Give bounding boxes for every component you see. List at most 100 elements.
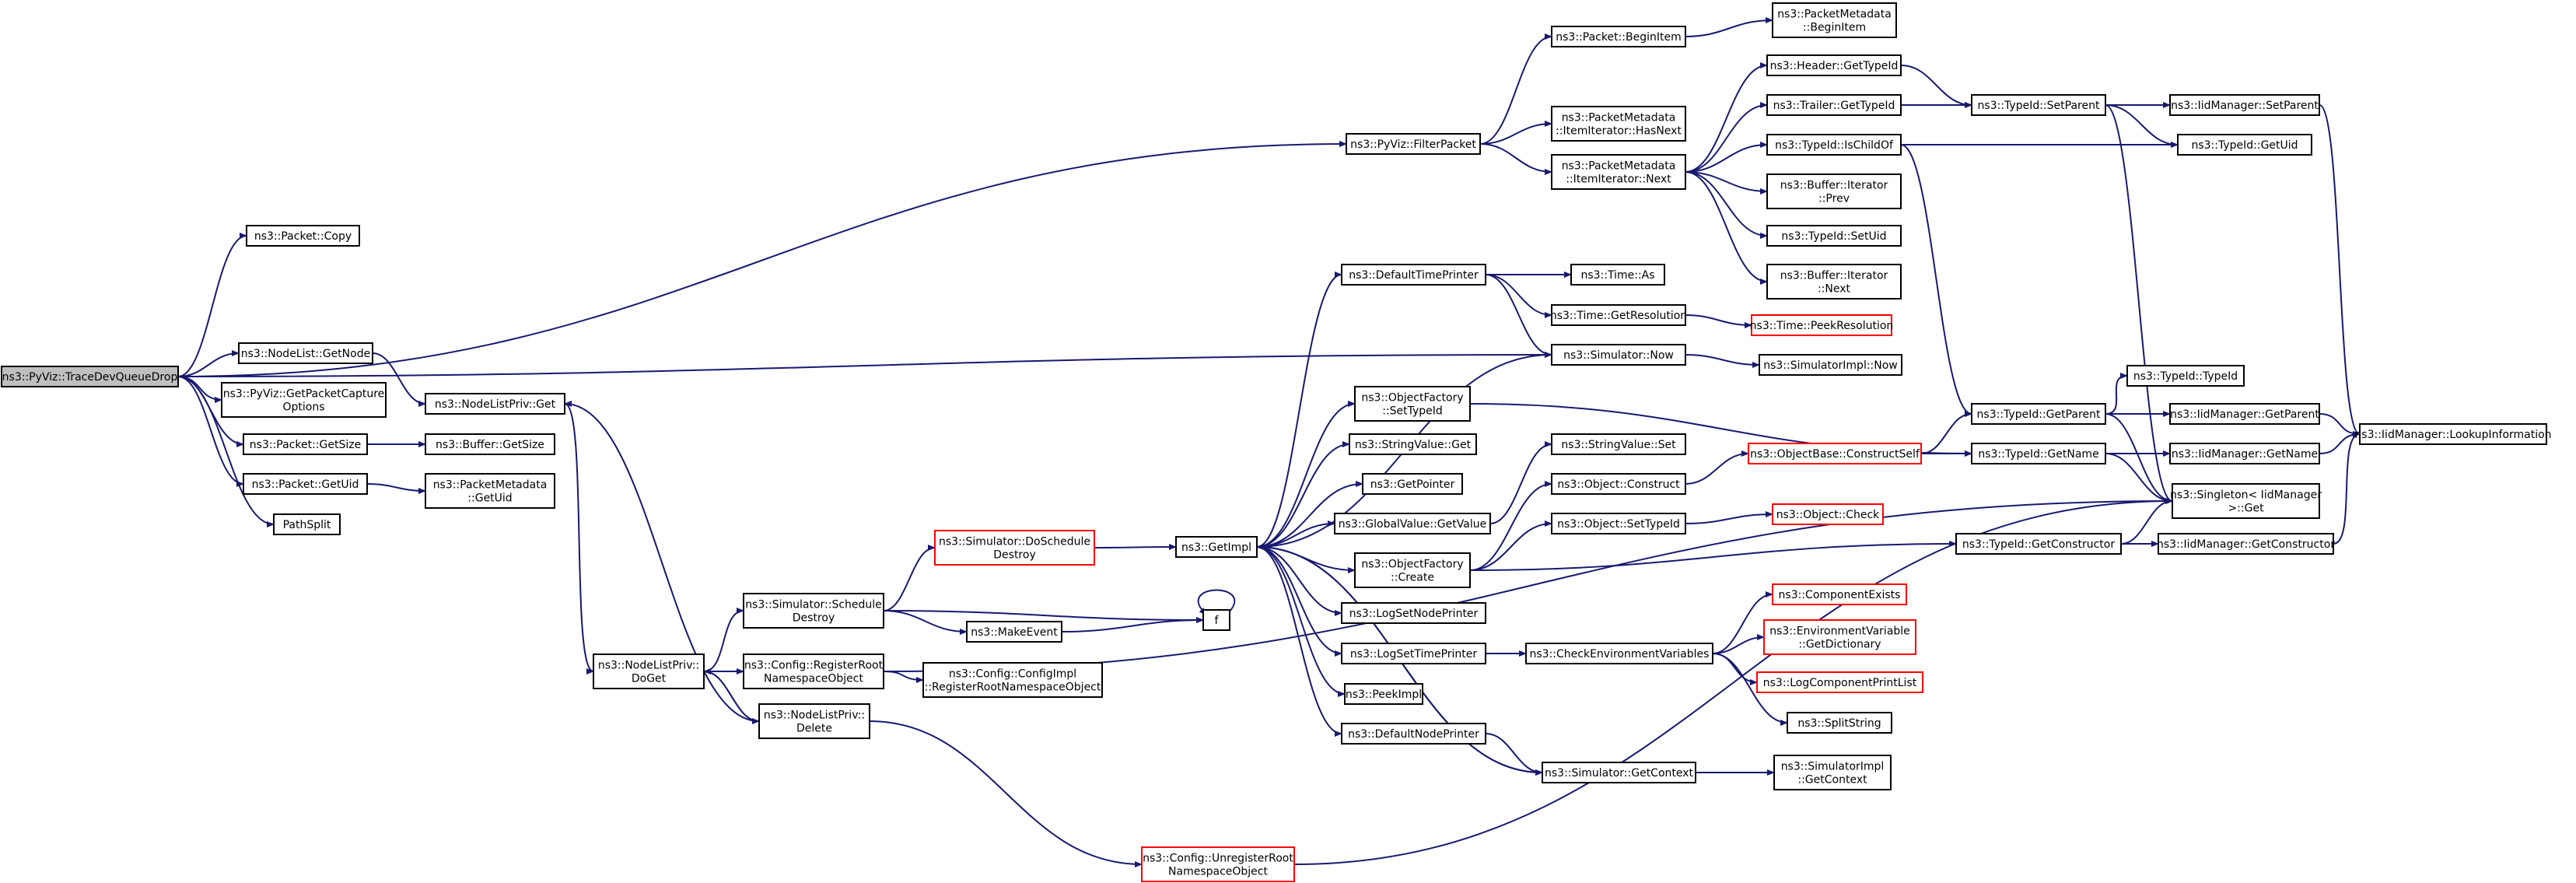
node-packet_beginitem[interactable]: ns3::Packet::BeginItem <box>1551 26 1686 47</box>
node-box <box>1 366 179 387</box>
node-simulator_now[interactable]: ns3::Simulator::Now <box>1551 344 1686 366</box>
node-defaulttimeprinter[interactable]: ns3::DefaultTimePrinter <box>1341 264 1486 286</box>
node-nodelistpriv_doget[interactable]: ns3::NodeListPriv::DoGet <box>593 653 705 689</box>
node-typeid_getconstructor[interactable]: ns3::TypeId::GetConstructor <box>1955 533 2122 555</box>
node-getpointer[interactable]: ns3::GetPointer <box>1362 473 1463 495</box>
node-pm_getuid[interactable]: ns3::PacketMetadata::GetUid <box>425 473 555 509</box>
node-packet_getuid[interactable]: ns3::Packet::GetUid <box>243 473 368 495</box>
node-logsetnodeprinter[interactable]: ns3::LogSetNodePrinter <box>1341 602 1486 624</box>
node-pm_next[interactable]: ns3::PacketMetadata::ItemIterator::Next <box>1551 154 1686 190</box>
node-box <box>1766 94 1902 116</box>
node-iid_setparent[interactable]: ns3::IidManager::SetParent <box>2169 94 2320 116</box>
node-iid_getparent[interactable]: ns3::IidManager::GetParent <box>2169 403 2320 425</box>
node-label: ns3::Simulator::DoSchedule <box>939 536 1090 548</box>
node-nodelistpriv_delete[interactable]: ns3::NodeListPriv::Delete <box>758 703 870 739</box>
node-iid_getname[interactable]: ns3::IidManager::GetName <box>2169 443 2320 464</box>
node-buffer_iter_prev[interactable]: ns3::Buffer::Iterator::Prev <box>1766 173 1902 209</box>
node-makeevent[interactable]: ns3::MakeEvent <box>966 621 1062 643</box>
node-buffer_iter_next[interactable]: ns3::Buffer::Iterator::Next <box>1766 264 1902 300</box>
node-typeid_getparent[interactable]: ns3::TypeId::GetParent <box>1971 403 2106 425</box>
edge-typeid_ischildof-to-typeid_getparent <box>1900 144 1972 417</box>
node-objectfactory_settypeid[interactable]: ns3::ObjectFactory::SetTypeId <box>1354 386 1471 422</box>
node-singleton_get[interactable]: ns3::Singleton< IidManager >::Get <box>2170 483 2322 519</box>
node-packet_getsize[interactable]: ns3::Packet::GetSize <box>243 433 368 455</box>
node-simulatorimpl_now[interactable]: ns3::SimulatorImpl::Now <box>1759 354 1902 376</box>
node-nodelistpriv_get[interactable]: ns3::NodeListPriv::Get <box>425 393 565 415</box>
node-label: ns3::TypeId::GetConstructor <box>1962 538 2115 551</box>
node-simulatorimpl_getcontext[interactable]: ns3::SimulatorImpl::GetContext <box>1773 755 1892 790</box>
node-box <box>1766 225 1902 247</box>
node-label: ns3::PyViz::TraceDevQueueDrop <box>2 371 178 384</box>
node-time_getresolution[interactable]: ns3::Time::GetResolution <box>1550 304 1687 326</box>
node-f[interactable]: f <box>1202 609 1230 631</box>
node-box <box>243 433 368 455</box>
node-pm_hasnext[interactable]: ns3::PacketMetadata::ItemIterator::HasNe… <box>1551 106 1686 142</box>
node-objectfactory_create[interactable]: ns3::ObjectFactory::Create <box>1354 552 1471 588</box>
node-box <box>1341 723 1486 745</box>
node-pathsplit[interactable]: PathSplit <box>273 513 341 535</box>
node-time_as[interactable]: ns3::Time::As <box>1570 264 1665 286</box>
node-globalvalue_getvalue[interactable]: ns3::GlobalValue::GetValue <box>1334 513 1491 534</box>
node-componentexists[interactable]: ns3::ComponentExists <box>1772 583 1907 605</box>
node-header_gettypeid[interactable]: ns3::Header::GetTypeId <box>1766 54 1902 76</box>
node-typeid_getuid[interactable]: ns3::TypeId::GetUid <box>2177 134 2312 156</box>
node-iid_getconstructor[interactable]: ns3::IidManager::GetConstructor <box>2157 533 2335 555</box>
node-config_registerrootnamespaceobject[interactable]: ns3::Config::RegisterRootNamespaceObject <box>743 653 884 689</box>
node-label: ns3::Object::SetTypeId <box>1557 518 1680 531</box>
node-pm_beginitem[interactable]: ns3::PacketMetadata::BeginItem <box>1772 2 1897 38</box>
node-box <box>1175 536 1258 558</box>
node-getimpl[interactable]: ns3::GetImpl <box>1175 536 1258 558</box>
edge-config_unregisterrootnamespaceobject-to-singleton_get <box>1293 498 2173 865</box>
node-box <box>1362 473 1463 495</box>
node-label: ::Next <box>1818 283 1851 296</box>
node-label: ns3::GlobalValue::GetValue <box>1339 518 1486 531</box>
node-envvar_getdictionary[interactable]: ns3::EnvironmentVariable::GetDictionary <box>1763 619 1916 655</box>
node-box <box>1551 473 1686 495</box>
node-objectbase_constructself[interactable]: ns3::ObjectBase::ConstructSelf <box>1748 443 1922 464</box>
node-label: ns3::GetImpl <box>1181 541 1251 554</box>
node-simulator_getcontext[interactable]: ns3::Simulator::GetContext <box>1542 762 1696 783</box>
node-typeid_setparent[interactable]: ns3::TypeId::SetParent <box>1971 94 2106 116</box>
node-stringvalue_set[interactable]: ns3::StringValue::Set <box>1551 433 1686 455</box>
node-label: ns3::NodeListPriv::Get <box>435 398 556 411</box>
node-time_peekresolution[interactable]: ns3::Time::PeekResolution <box>1750 314 1894 336</box>
node-trailer_gettypeid[interactable]: ns3::Trailer::GetTypeId <box>1766 94 1902 116</box>
node-typeid_typeid[interactable]: ns3::TypeId::TypeId <box>2126 365 2245 387</box>
node-config_unregisterrootnamespaceobject[interactable]: ns3::Config::UnregisterRootNamespaceObje… <box>1141 846 1295 882</box>
node-logcomponentprintlist[interactable]: ns3::LogComponentPrintList <box>1756 671 1923 693</box>
node-label: ns3::SplitString <box>1797 717 1881 730</box>
node-label: ns3::Time::PeekResolution <box>1750 320 1894 332</box>
node-object_construct[interactable]: ns3::Object::Construct <box>1551 473 1686 495</box>
node-packet_copy[interactable]: ns3::Packet::Copy <box>246 225 360 247</box>
node-label: ns3::Simulator::Schedule <box>745 599 882 611</box>
node-label: ns3::LogComponentPrintList <box>1763 677 1917 689</box>
edge-typeid_getparent-to-typeid_typeid <box>2105 373 2128 415</box>
node-peekimpl[interactable]: ns3::PeekImpl <box>1344 683 1423 705</box>
node-nodelist_getnode[interactable]: ns3::NodeList::GetNode <box>238 342 373 364</box>
node-label: NamespaceObject <box>764 673 863 685</box>
node-box <box>743 653 884 689</box>
node-buffer_getsize[interactable]: ns3::Buffer::GetSize <box>425 433 555 455</box>
node-box <box>1955 533 2122 555</box>
node-defaultnodeprinter[interactable]: ns3::DefaultNodePrinter <box>1341 723 1486 745</box>
node-object_settypeid[interactable]: ns3::Object::SetTypeId <box>1551 513 1686 534</box>
node-pyviz_filterpacket[interactable]: ns3::PyViz::FilterPacket <box>1346 133 1481 155</box>
node-checkenvironmentvariables[interactable]: ns3::CheckEnvironmentVariables <box>1525 643 1713 664</box>
edge-root-to-getpacketcaptureoptions <box>177 376 222 403</box>
node-iid_lookupinformation[interactable]: ns3::IidManager::LookupInformation <box>2354 423 2552 445</box>
node-object_check[interactable]: ns3::Object::Check <box>1772 503 1884 525</box>
node-configimpl_registerrootnamespaceobject[interactable]: ns3::Config::ConfigImpl::RegisterRootNam… <box>922 662 1103 698</box>
node-label: ::Prev <box>1818 193 1850 205</box>
node-label: ns3::ObjectFactory <box>1361 392 1463 405</box>
node-typeid_ischildof[interactable]: ns3::TypeId::IsChildOf <box>1766 134 1902 156</box>
node-typeid_setuid[interactable]: ns3::TypeId::SetUid <box>1766 225 1902 247</box>
node-label: Options <box>282 401 324 414</box>
node-typeid_getname[interactable]: ns3::TypeId::GetName <box>1971 443 2106 464</box>
node-logsettimeprinter[interactable]: ns3::LogSetTimePrinter <box>1341 643 1486 664</box>
node-splitstring[interactable]: ns3::SplitString <box>1787 712 1892 734</box>
node-label: Destroy <box>993 549 1035 562</box>
node-stringvalue_get[interactable]: ns3::StringValue::Get <box>1349 433 1477 455</box>
